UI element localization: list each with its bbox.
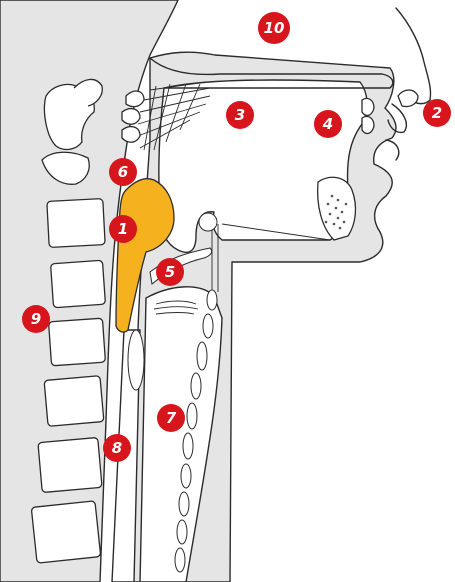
thyroid-gland — [128, 330, 144, 390]
marker-7: 7 — [157, 404, 185, 432]
marker-10: 10 — [258, 12, 290, 44]
marker-5: 5 — [156, 258, 184, 286]
marker-1: 1 — [109, 215, 137, 243]
marker-4: 4 — [314, 110, 342, 138]
nostril — [398, 90, 418, 107]
marker-3: 3 — [226, 101, 254, 129]
nose-profile — [396, 8, 431, 104]
vertebra-c4 — [49, 318, 106, 366]
vertebra-c6 — [38, 437, 102, 492]
vertebra-c2 — [47, 199, 105, 248]
marker-2-label: 2 — [432, 104, 442, 122]
vertebra-c7 — [31, 501, 101, 563]
marker-5-label: 5 — [165, 263, 175, 281]
marker-3-label: 3 — [235, 106, 245, 124]
marker-7-label: 7 — [166, 409, 177, 427]
vertebra-c5 — [44, 376, 104, 427]
marker-8: 8 — [103, 434, 131, 462]
marker-9: 9 — [22, 305, 50, 333]
marker-9-label: 9 — [31, 310, 41, 328]
hyoid-bone — [199, 213, 217, 231]
marker-2: 2 — [423, 99, 451, 127]
marker-6-label: 6 — [118, 163, 128, 181]
marker-10-label: 10 — [264, 19, 285, 37]
marker-4-label: 4 — [322, 115, 333, 133]
marker-6: 6 — [109, 158, 137, 186]
marker-1-label: 1 — [118, 220, 128, 238]
marker-8-label: 8 — [112, 439, 122, 457]
vertebra-c3 — [51, 260, 106, 308]
